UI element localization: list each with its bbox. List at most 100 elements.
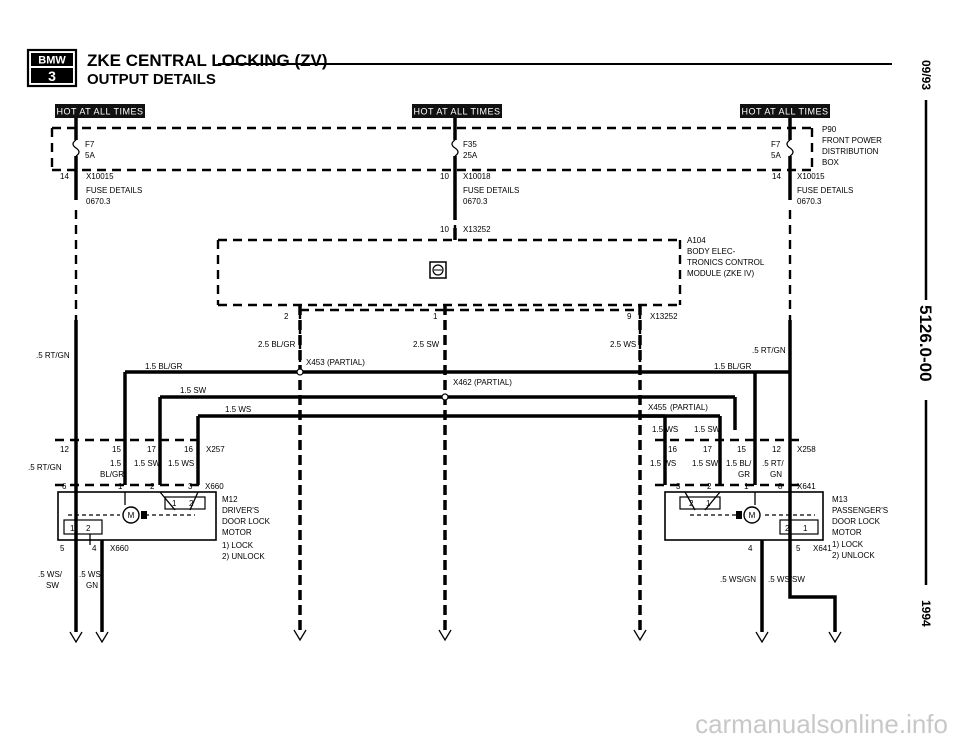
pin-12-right: 12: [772, 445, 781, 454]
passenger-note-unlock: 2) UNLOCK: [832, 551, 875, 560]
wire-label-l-rtgn: .5 RT/GN: [36, 351, 70, 360]
motor-icon-right: [736, 506, 761, 524]
page-title: ZKE CENTRAL LOCKING (ZV): [87, 51, 328, 70]
side-doc-code: 5126.0-00: [916, 305, 935, 382]
badge-number: 3: [48, 68, 56, 84]
wire-label-r-wssw: .5 WS/SW: [768, 575, 805, 584]
wire-right-wssw: [788, 540, 837, 632]
hot-label-right: HOT AT ALL TIMES: [740, 104, 830, 118]
wire-label-d-15: 1.5: [110, 459, 122, 468]
module-out-conn: X13252: [650, 312, 678, 321]
conn-right-pin: 14: [772, 172, 781, 181]
wire-label-wssw-2: SW: [46, 581, 59, 590]
hot-label-left: HOT AT ALL TIMES: [55, 104, 145, 118]
wire-label-p-rtgn-1: .5 RT/: [762, 459, 784, 468]
pin-5-right: 5: [796, 544, 801, 553]
gm-in-conn: X13252: [463, 225, 491, 234]
wire-label-25-blgr: 2.5 BL/GR: [258, 340, 296, 349]
conn-mid-pin: 10: [440, 172, 449, 181]
x455-note: (PARTIAL): [670, 403, 708, 412]
switch-left-2: 2: [189, 499, 194, 508]
driver-motor-l1: DRIVER'S: [222, 506, 259, 515]
wire-label-p-blgr-1: 1.5 BL/: [726, 459, 752, 468]
wire-label-p-blgr-2: GR: [738, 470, 750, 479]
page-subtitle: OUTPUT DETAILS: [87, 71, 216, 88]
fuse-right-id: F7: [771, 140, 781, 149]
driver-motor-l2: DOOR LOCK: [222, 517, 271, 526]
pin-17-left: 17: [147, 445, 156, 454]
conn-mid-id: X10018: [463, 172, 491, 181]
fuse-left-amp: 5A: [85, 151, 95, 160]
wire-label-25-ws: 2.5 WS: [610, 340, 636, 349]
pin-15-right: 15: [737, 445, 746, 454]
gm-module-box: [216, 238, 682, 307]
pin-6-left: 6: [62, 482, 67, 491]
module-label-3: MODULE (ZKE IV): [687, 269, 754, 278]
pdb-label-2: DISTRIBUTION: [822, 147, 879, 156]
hot-label-mid: HOT AT ALL TIMES: [412, 104, 502, 118]
gm-in-pin: 10: [440, 225, 449, 234]
fuse-left-id: F7: [85, 140, 95, 149]
motor-right-m: M: [749, 511, 756, 520]
module-ground-icon: [429, 261, 447, 279]
x257-label: X257: [206, 445, 225, 454]
passenger-motor-l1: PASSENGER'S: [832, 506, 888, 515]
wire-label-l-blgr: 1.5 BL/GR: [145, 362, 183, 371]
side-strip: 09/93 5126.0-00 1994: [916, 60, 935, 627]
fuse-ref-left: 0670.3: [86, 197, 111, 206]
passenger-motor-id: M13: [832, 495, 848, 504]
pin-3-right: 3: [676, 482, 681, 491]
driver-note-lock: 1) LOCK: [222, 541, 254, 550]
pin-1-right: 1: [744, 482, 749, 491]
pin-2-left: 2: [150, 482, 155, 491]
connector-x258: [655, 438, 800, 487]
wire-label-d-sw: 1.5 SW: [134, 459, 161, 468]
driver-motor-l3: MOTOR: [222, 528, 252, 537]
driver-motor-box: [57, 490, 217, 545]
wire-label-r-rtgn: .5 RT/GN: [752, 346, 786, 355]
wire-label-d-blgr: BL/GR: [100, 470, 124, 479]
fuse-details-mid: FUSE DETAILS: [463, 186, 519, 195]
conn-left-pin: 14: [60, 172, 69, 181]
x453-label: X453: [306, 358, 325, 367]
pin-5-left: 5: [60, 544, 65, 553]
wire-label-wssw-1: .5 WS/: [38, 570, 63, 579]
inner-right-1: 1: [803, 524, 808, 533]
ground-symbols: [69, 629, 842, 644]
x455-label: X455: [648, 403, 667, 412]
module-label-1: BODY ELEC-: [687, 247, 736, 256]
connector-x257: [55, 438, 200, 487]
pin-2-right: 2: [707, 482, 712, 491]
wire-label-25-sw: 2.5 SW: [413, 340, 440, 349]
pin-16-right: 16: [668, 445, 677, 454]
switch-left-1: 1: [172, 499, 177, 508]
passenger-motor-box: [664, 491, 824, 541]
module-id: A104: [687, 236, 706, 245]
inner-left-2: 2: [86, 524, 91, 533]
module-pin-9: 9: [627, 312, 632, 321]
module-output-dashes: [298, 308, 792, 440]
conn-left-id: X10015: [86, 172, 114, 181]
wire-label-wsgn-2: GN: [86, 581, 98, 590]
fuse-mid-amp: 25A: [463, 151, 478, 160]
wire-label-wsgn-1: .5 WS/: [79, 570, 104, 579]
inner-left-1: 1: [70, 524, 75, 533]
module-label-2: TRONICS CONTROL: [687, 258, 765, 267]
wire-label-r-sw: 1.5 SW: [694, 425, 721, 434]
svg-text:HOT AT ALL TIMES: HOT AT ALL TIMES: [413, 107, 500, 117]
pin-4-left: 4: [92, 544, 97, 553]
wire-label-p-sw: 1.5 SW: [692, 459, 719, 468]
svg-text:HOT AT ALL TIMES: HOT AT ALL TIMES: [56, 107, 143, 117]
fuse-ref-right: 0670.3: [797, 197, 822, 206]
wire-label-r-ws: 1.5 WS: [652, 425, 678, 434]
pin-17-right: 17: [703, 445, 712, 454]
motor-left-m: M: [128, 511, 135, 520]
x462-label: X462: [453, 378, 472, 387]
wire-label-p-rtgn-2: GN: [770, 470, 782, 479]
pdb-id: P90: [822, 125, 837, 134]
pin-8-right: 8: [778, 482, 783, 491]
conn-right-id: X10015: [797, 172, 825, 181]
inner-right-2: 2: [785, 524, 790, 533]
fuse-details-left: FUSE DETAILS: [86, 186, 142, 195]
fuse-f35: [451, 118, 459, 220]
